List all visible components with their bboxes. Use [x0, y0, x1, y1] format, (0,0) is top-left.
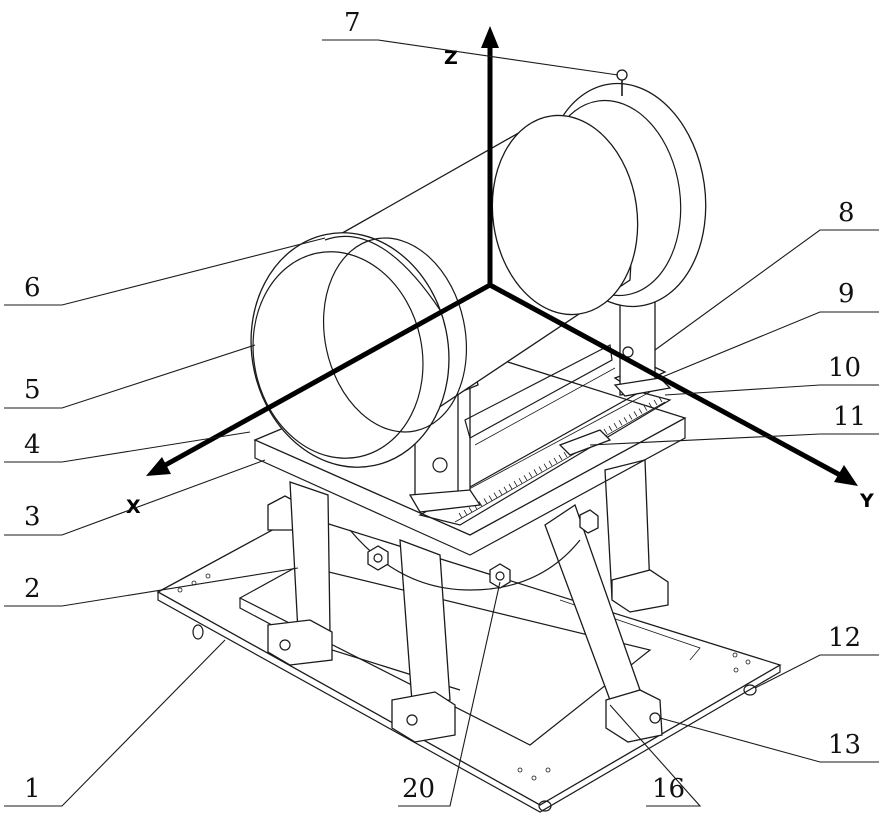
label-1: 1	[24, 774, 41, 804]
label-16: 16	[652, 774, 685, 804]
label-5: 5	[24, 375, 41, 405]
label-9: 9	[838, 279, 855, 309]
base-frame	[158, 515, 780, 812]
z-axis-arrow	[481, 26, 499, 48]
label-13: 13	[828, 730, 861, 760]
label-10: 10	[828, 353, 861, 383]
label-11: 11	[833, 402, 866, 432]
label-6: 6	[24, 273, 41, 303]
rack-tooth	[654, 400, 657, 405]
label-8: 8	[838, 198, 855, 228]
label-7: 7	[344, 8, 361, 38]
y-axis-label: Y	[859, 490, 874, 512]
label-3: 3	[24, 502, 41, 532]
label-4: 4	[24, 430, 41, 460]
label-2: 2	[24, 574, 41, 604]
label-12: 12	[828, 623, 861, 653]
label-20: 20	[402, 774, 435, 804]
